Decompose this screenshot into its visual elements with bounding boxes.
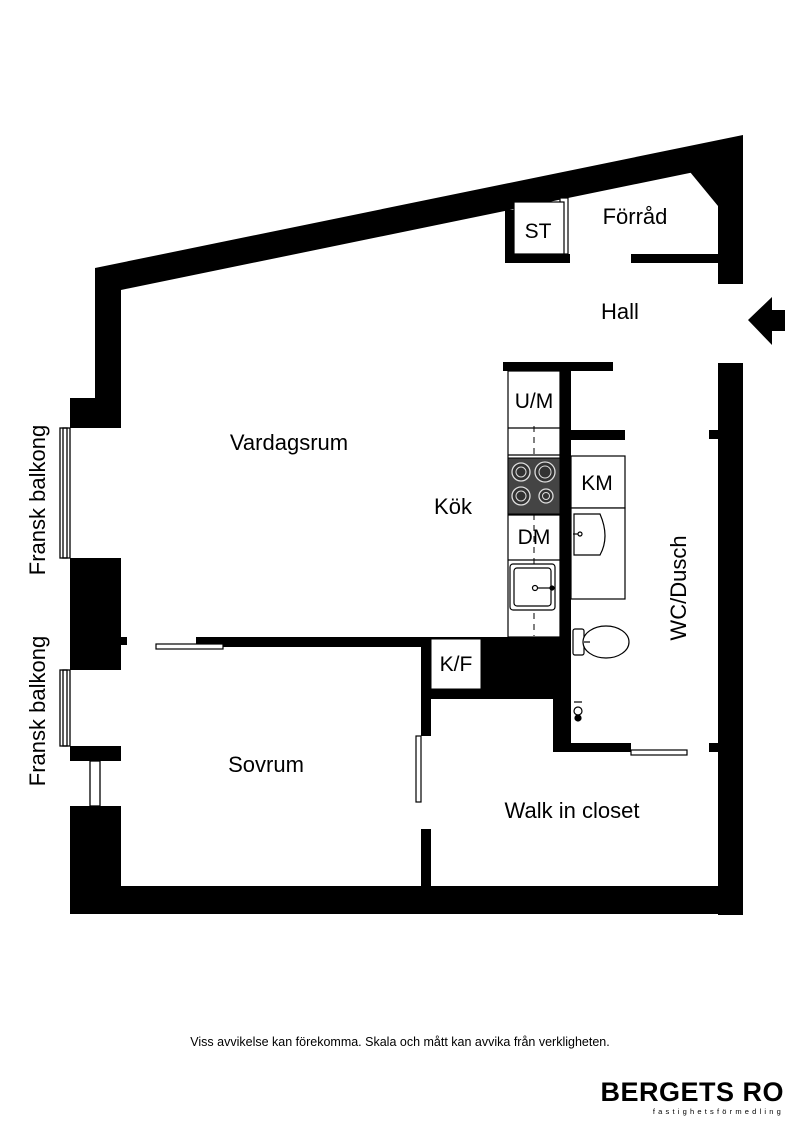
- fixture-label-st: ST: [525, 220, 552, 243]
- room-label-walk-in-closet: Walk in closet: [505, 798, 640, 823]
- brand-tagline: fastighetsförmedling: [652, 1107, 784, 1116]
- room-label-forrad: Förråd: [603, 204, 668, 229]
- stove-icon: [507, 457, 561, 515]
- brand-logo: BERGETS RO fastighetsförmedling: [600, 1078, 784, 1116]
- room-label-wc-dusch: WC/Dusch: [666, 535, 691, 640]
- room-label-sovrum: Sovrum: [228, 752, 304, 777]
- room-label-hall: Hall: [601, 299, 639, 324]
- washbasin-icon: [570, 507, 626, 600]
- room-label-vardagsrum: Vardagsrum: [230, 430, 348, 455]
- entrance-arrow-icon: [748, 297, 785, 345]
- kf-cabinet: [430, 638, 482, 690]
- st-cabinet: [513, 201, 565, 255]
- disclaimer-text: Viss avvikelse kan förekomma. Skala och …: [190, 1035, 610, 1049]
- brand-name: BERGETS RO: [600, 1077, 784, 1107]
- fixture-label-um: U/M: [515, 390, 554, 413]
- fixture-label-dm: DM: [518, 526, 551, 549]
- sink-icon: [509, 563, 556, 611]
- fixture-label-km: KM: [581, 472, 613, 495]
- shower-icon: [573, 701, 583, 722]
- fixture-label-kf: K/F: [440, 653, 473, 676]
- outer-walls: [70, 135, 743, 915]
- interior-walls: [196, 210, 718, 886]
- room-label-balkong-lower: Fransk balkong: [25, 636, 50, 786]
- room-label-balkong-upper: Fransk balkong: [25, 425, 50, 575]
- toilet-icon: [572, 625, 630, 659]
- balcony-railings: [59, 427, 71, 747]
- window-sovrum: [89, 760, 101, 807]
- room-label-kok: Kök: [434, 494, 473, 519]
